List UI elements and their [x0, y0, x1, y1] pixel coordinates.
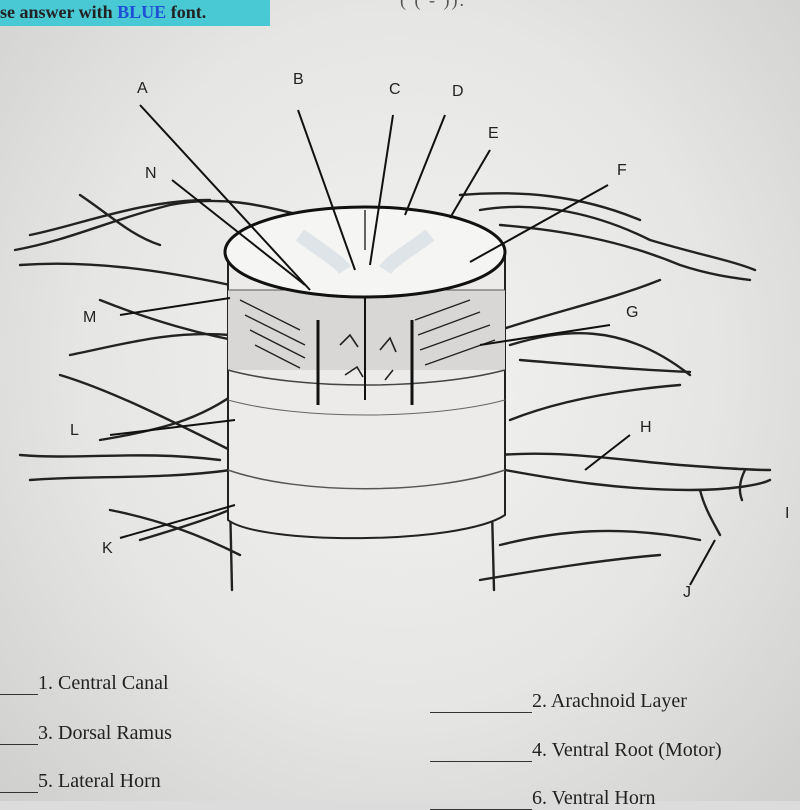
question-3-text: 3. Dorsal Ramus	[38, 722, 172, 744]
instruction-highlight-bar	[0, 0, 270, 26]
question-5: 5. Lateral Horn	[0, 770, 161, 793]
label-h: H	[640, 419, 652, 436]
answer-blank-1[interactable]	[0, 676, 38, 695]
cut-off-header-text: ( ( - )).	[400, 0, 466, 10]
question-2: 2. Arachnoid Layer	[430, 690, 687, 713]
answer-blank-5[interactable]	[0, 774, 38, 793]
label-c: C	[389, 81, 401, 98]
nerve-lines	[13, 192, 772, 592]
question-5-text: 5. Lateral Horn	[38, 770, 161, 792]
root-hatching	[239, 299, 496, 369]
label-g: G	[626, 304, 638, 321]
question-1-text: 1. Central Canal	[38, 672, 169, 694]
instruction-suffix: font.	[166, 2, 207, 22]
spinal-cord-segment	[223, 205, 507, 540]
instruction-blue-word: BLUE	[117, 2, 167, 22]
question-4: 4. Ventral Root (Motor)	[430, 739, 722, 762]
label-i: I	[785, 505, 789, 522]
question-6: 6. Ventral Horn	[430, 787, 656, 810]
label-k: K	[102, 540, 113, 557]
diagram-labels: A B C D E F N M G L H I K J	[70, 71, 789, 601]
label-n: N	[145, 165, 157, 182]
label-m: M	[83, 309, 96, 326]
question-6-text: 6. Ventral Horn	[532, 787, 656, 809]
label-e: E	[488, 125, 499, 142]
instruction-prefix: se answer with	[0, 2, 118, 22]
label-l: L	[70, 422, 79, 439]
spinal-cord-diagram: A B C D E F N M G L H I K J	[13, 71, 789, 601]
label-d: D	[452, 83, 464, 100]
question-3: 3. Dorsal Ramus	[0, 722, 172, 745]
label-j: J	[683, 584, 691, 601]
answer-blank-3[interactable]	[0, 726, 38, 745]
label-a: A	[137, 80, 148, 97]
question-2-text: 2. Arachnoid Layer	[532, 690, 687, 712]
question-4-text: 4. Ventral Root (Motor)	[532, 739, 722, 761]
answer-blank-2[interactable]	[430, 694, 532, 713]
label-b: B	[293, 71, 304, 88]
leader-lines	[109, 104, 716, 586]
instruction-text: se answer with BLUE font.	[0, 0, 206, 24]
label-f: F	[617, 162, 627, 179]
question-1: 1. Central Canal	[0, 672, 169, 695]
answer-blank-4[interactable]	[430, 743, 532, 762]
